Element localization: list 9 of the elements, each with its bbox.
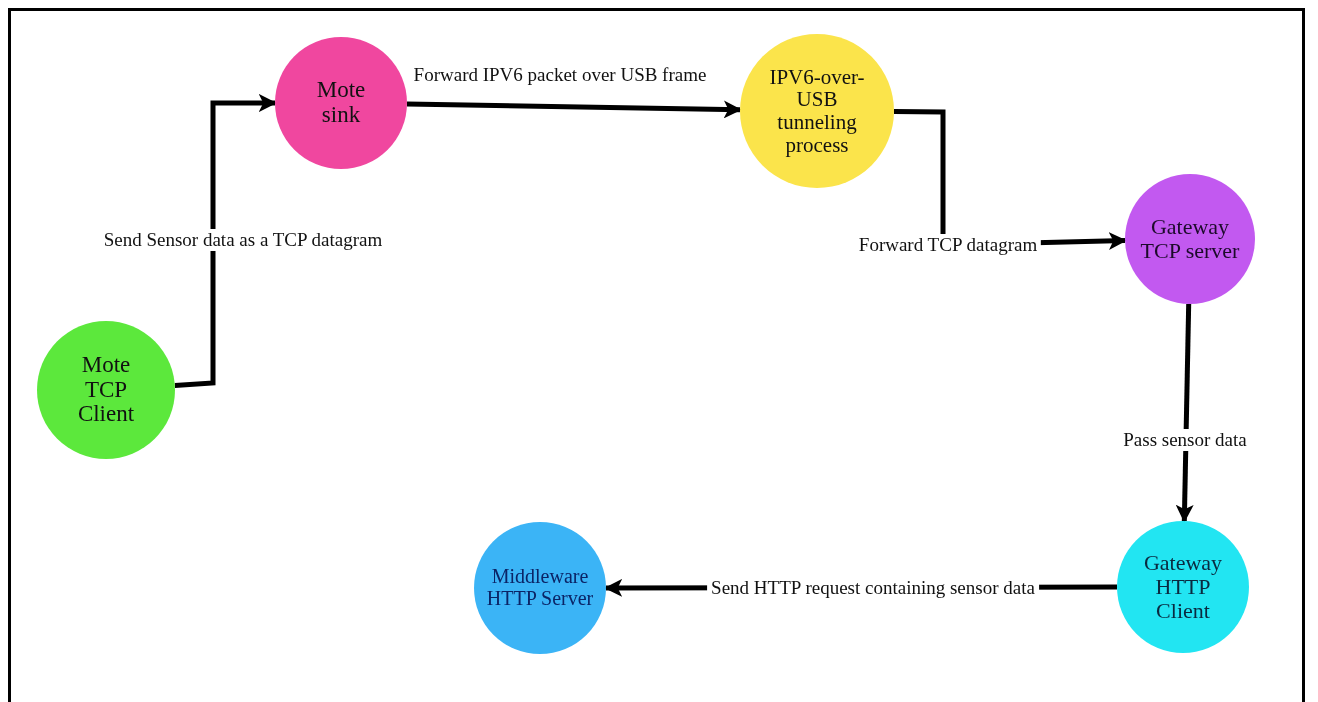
node-label: IPV6-over-USB tunneling process [768, 65, 866, 157]
node-label: Gateway TCP server [1140, 215, 1240, 263]
node-label: Mote TCP Client [76, 352, 136, 428]
node-label: Middleware HTTP Server [485, 566, 595, 610]
node-label: Gateway HTTP Client [1142, 551, 1224, 623]
arrow [406, 100, 742, 119]
arrow [174, 94, 277, 388]
node-label: Mote sink [315, 78, 367, 128]
arrow [1175, 303, 1194, 523]
